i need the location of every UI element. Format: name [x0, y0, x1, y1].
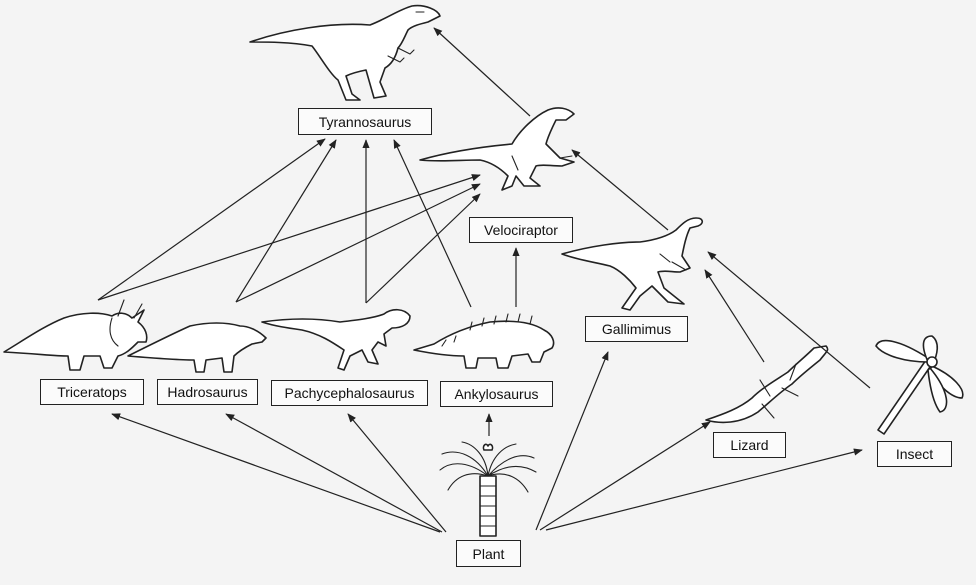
label-lizard: Lizard: [730, 437, 769, 453]
arrow-plant-to-pachycephalosaurus: [347, 413, 447, 533]
tyrannosaurus-illustration: [249, 4, 441, 101]
node-triceratops: Triceratops: [40, 379, 144, 405]
node-hadrosaurus: Hadrosaurus: [157, 379, 258, 405]
insect-illustration: [875, 335, 964, 435]
label-triceratops: Triceratops: [57, 384, 127, 400]
arrow-plant-to-hadrosaurus: [225, 413, 443, 533]
arrow-gallimimus-to-velociraptor: [571, 149, 669, 231]
label-plant: Plant: [472, 545, 505, 562]
label-insect: Insect: [895, 446, 934, 462]
arrow-triceratops-to-velociraptor: [97, 174, 481, 301]
plant-illustration: [439, 441, 537, 537]
arrow-triceratops-to-tyrannosaurus: [97, 138, 326, 301]
arrow-insect-to-gallimimus: [707, 251, 871, 389]
pachycephalosaurus-illustration: [261, 308, 411, 371]
arrows-layer: [97, 27, 871, 533]
label-tyrannosaurus: Tyrannosaurus: [318, 113, 412, 130]
lizard-illustration: [705, 345, 829, 424]
hadrosaurus-illustration: [127, 322, 267, 373]
node-velociraptor: Velociraptor: [469, 217, 573, 243]
label-gallimimus: Gallimimus: [601, 321, 672, 337]
arrow-pachycephalosaurus-to-velociraptor: [365, 193, 481, 304]
velociraptor-illustration: [419, 107, 575, 191]
node-lizard: Lizard: [713, 432, 786, 458]
node-insect: Insect: [877, 441, 952, 467]
node-gallimimus: Gallimimus: [585, 316, 688, 342]
arrow-plant-to-gallimimus: [535, 351, 609, 531]
triceratops-illustration: [3, 299, 148, 371]
gallimimus-illustration: [561, 217, 704, 311]
label-hadrosaurus: Hadrosaurus: [167, 384, 248, 400]
arrow-velociraptor-to-tyrannosaurus: [433, 27, 531, 117]
label-pachycephalosaurus: Pachycephalosaurus: [284, 385, 415, 401]
node-pachycephalosaurus: Pachycephalosaurus: [271, 380, 428, 406]
ankylosaurus-illustration: [413, 313, 555, 369]
node-plant: Plant: [456, 540, 521, 567]
node-ankylosaurus: Ankylosaurus: [440, 381, 553, 407]
arrow-ankylosaurus-to-tyrannosaurus: [393, 139, 472, 308]
label-ankylosaurus: Ankylosaurus: [454, 386, 539, 402]
arrow-plant-to-lizard: [539, 421, 711, 531]
arrow-hadrosaurus-to-velociraptor: [235, 183, 481, 303]
arrow-plant-to-triceratops: [111, 413, 441, 533]
arrow-plant-to-insect: [545, 448, 863, 531]
arrow-hadrosaurus-to-tyrannosaurus: [235, 139, 337, 303]
arrow-lizard-to-gallimimus: [704, 269, 765, 363]
label-velociraptor: Velociraptor: [484, 222, 558, 238]
node-tyrannosaurus: Tyrannosaurus: [298, 108, 432, 135]
